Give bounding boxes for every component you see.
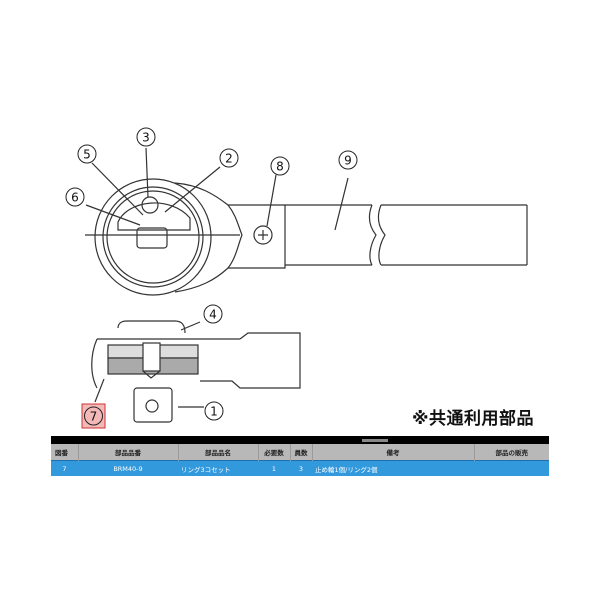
parts-table: 図番 部品品番 部品品名 必要数 員数 備考 部品の販売 7 BRM40-9 リ…	[51, 436, 549, 476]
svg-text:9: 9	[344, 154, 352, 168]
header-remarks[interactable]: 備考	[312, 444, 475, 461]
cell-part-number: BRM40-9	[78, 460, 178, 476]
cell-fig-no: 7	[51, 460, 78, 476]
table-row[interactable]: 7 BRM40-9 リング3コセット 1 3 止め輪1個/リング2個	[51, 460, 549, 476]
header-fig-no[interactable]: 図番	[51, 444, 79, 461]
header-part-name[interactable]: 部品品名	[178, 444, 259, 461]
svg-text:3: 3	[142, 131, 150, 145]
header-parts-sale[interactable]: 部品の販売	[474, 444, 549, 461]
header-unit-qty[interactable]: 員数	[290, 444, 313, 461]
table-resize-bar[interactable]	[51, 436, 549, 444]
svg-text:2: 2	[225, 152, 233, 166]
cell-unit-qty: 3	[290, 460, 312, 476]
cell-part-name: リング3コセット	[178, 460, 258, 476]
callout-7-highlight	[81, 403, 106, 429]
header-required-qty[interactable]: 必要数	[258, 444, 291, 461]
header-part-number[interactable]: 部品品番	[78, 444, 179, 461]
cell-remarks: 止め輪1個/リング2個	[312, 460, 474, 476]
svg-text:7: 7	[90, 410, 98, 424]
resize-grip[interactable]	[362, 439, 388, 442]
svg-text:8: 8	[276, 160, 284, 174]
svg-text:6: 6	[71, 191, 79, 205]
shared-parts-note: ※共通利用部品	[412, 409, 535, 429]
svg-text:1: 1	[210, 405, 218, 419]
svg-text:4: 4	[209, 308, 217, 322]
table-header-row: 図番 部品品番 部品品名 必要数 員数 備考 部品の販売	[51, 444, 549, 461]
svg-text:5: 5	[83, 148, 91, 162]
cell-parts-sale	[474, 460, 549, 476]
cell-required-qty: 1	[258, 460, 290, 476]
